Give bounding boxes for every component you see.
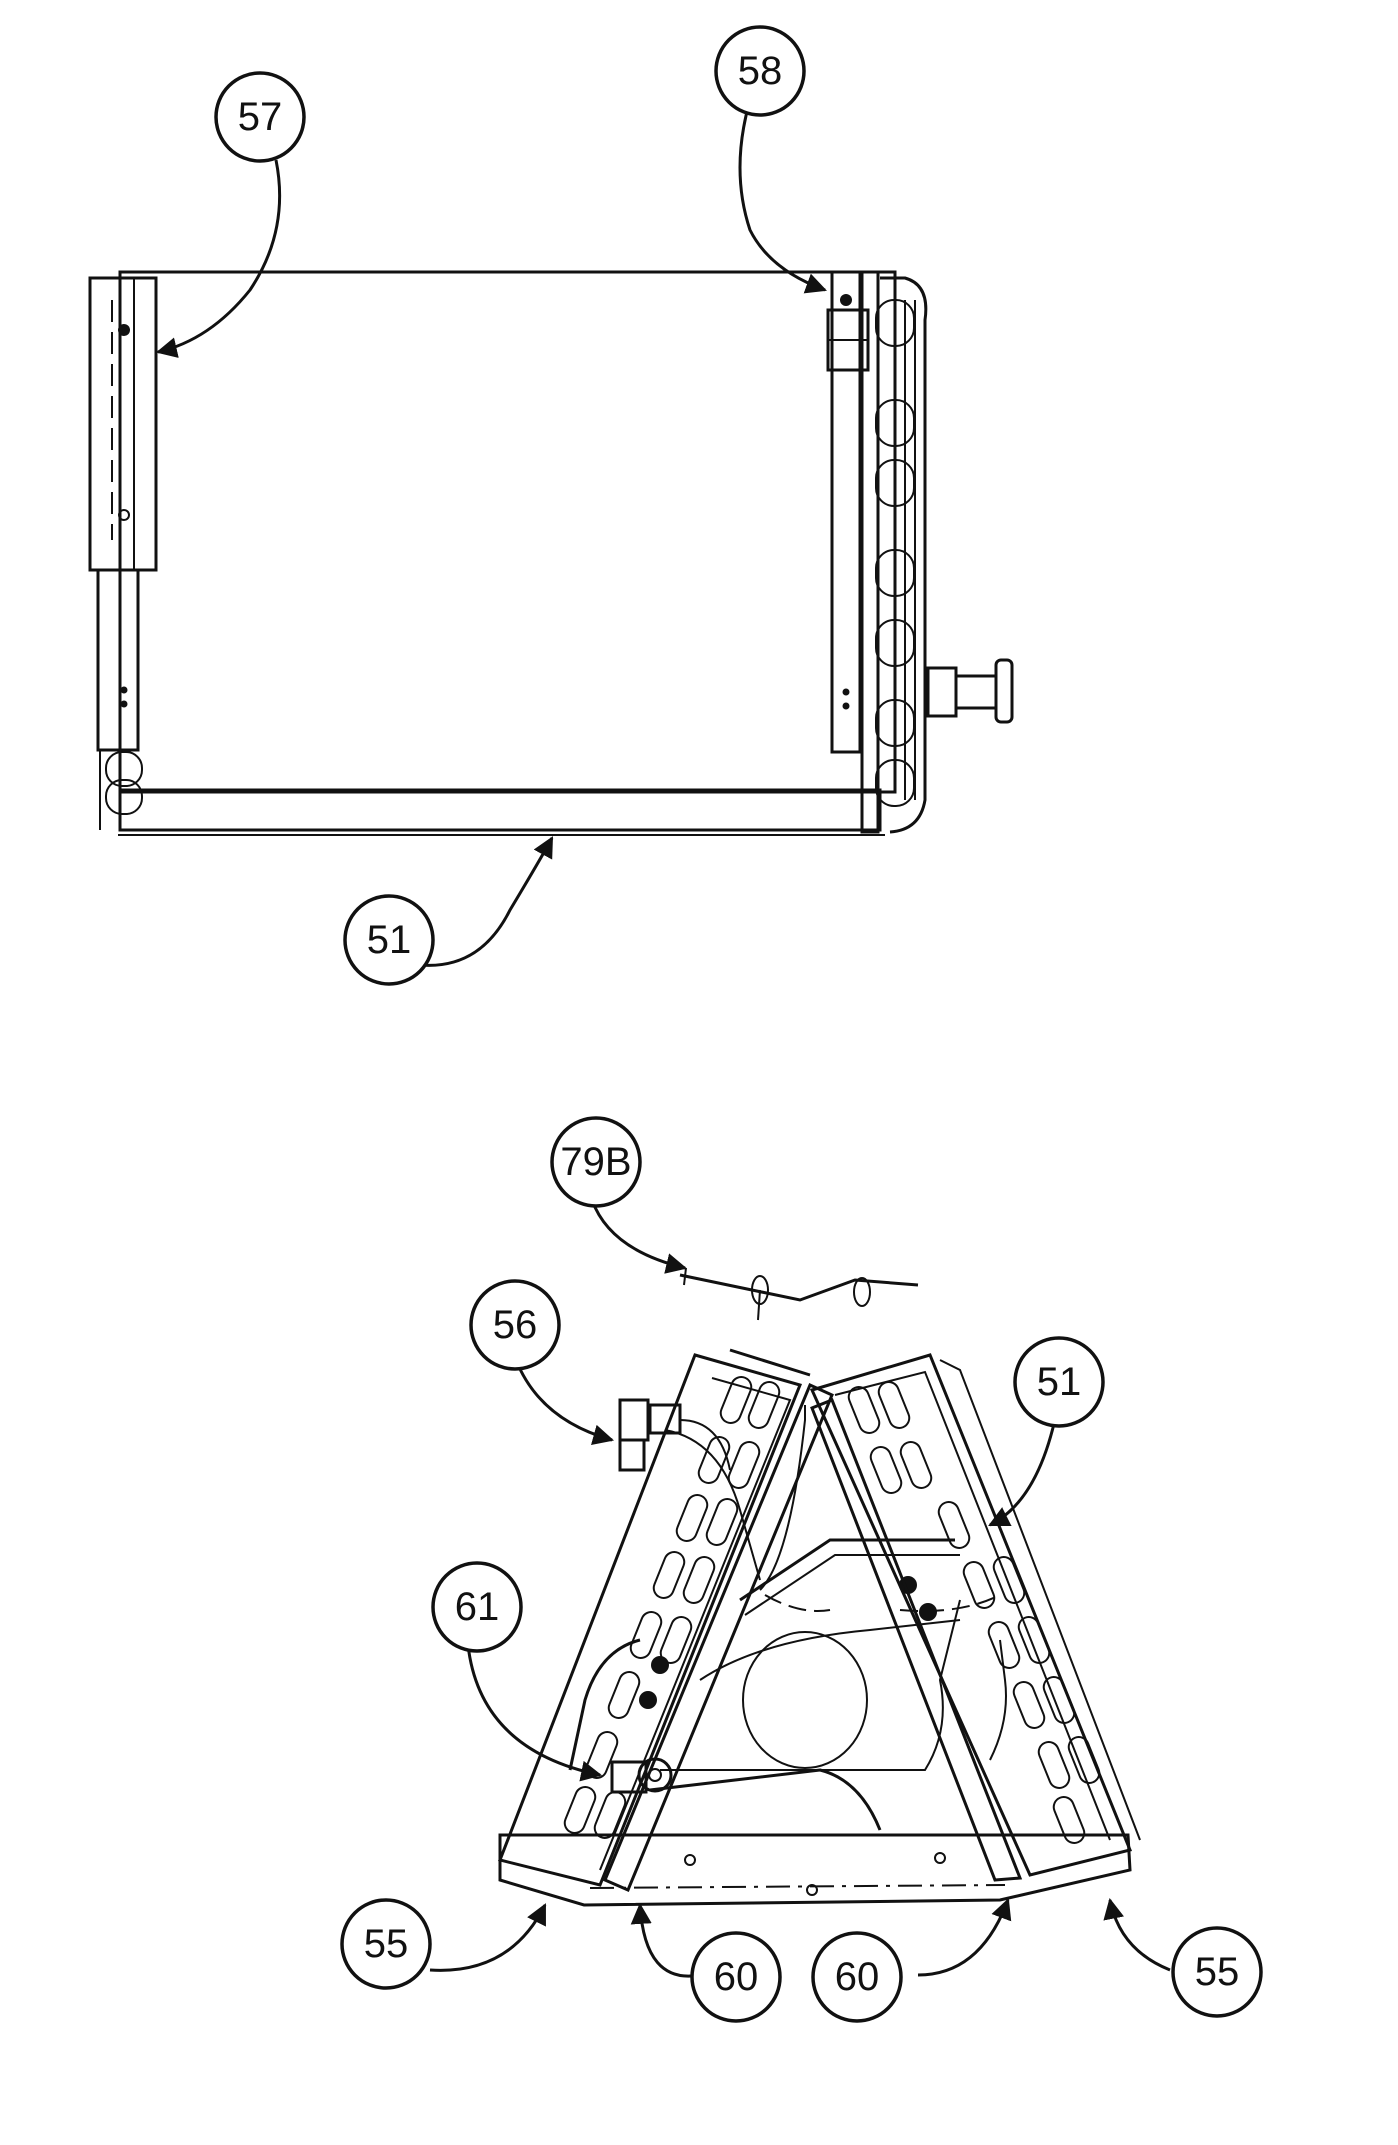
callout-61: 61 bbox=[431, 1561, 523, 1653]
tube-stub bbox=[926, 658, 1014, 724]
callout-51-bottom: 51 bbox=[1013, 1336, 1105, 1428]
callout-60-left: 60 bbox=[690, 1931, 782, 2023]
left-slab-slots bbox=[563, 1376, 781, 1839]
interior-tubing bbox=[568, 1405, 1007, 1831]
callout-55-left: 55 bbox=[340, 1898, 432, 1990]
callout-51-top-label: 51 bbox=[367, 918, 412, 962]
callout-55-right: 55 bbox=[1171, 1926, 1263, 2018]
valve-fitting-56 bbox=[618, 1398, 731, 1472]
callout-55-right-label: 55 bbox=[1195, 1950, 1240, 1994]
blower-opening bbox=[742, 1631, 868, 1769]
right-bracket bbox=[830, 270, 862, 754]
callout-51-top: 51 bbox=[343, 894, 435, 986]
callout-55-left-label: 55 bbox=[364, 1922, 409, 1966]
callout-61-label: 61 bbox=[455, 1585, 500, 1629]
left-rail bbox=[603, 1382, 834, 1892]
left-bracket bbox=[88, 276, 158, 572]
callout-58: 58 bbox=[714, 25, 806, 117]
leader-lines bbox=[155, 99, 1171, 1978]
bottom-tray bbox=[118, 788, 882, 832]
callout-60-right: 60 bbox=[811, 1931, 903, 2023]
left-coil-slab bbox=[497, 1353, 803, 1887]
a-coil-end-view bbox=[497, 1267, 1141, 1907]
left-lower-strip bbox=[96, 568, 140, 752]
base-plate bbox=[498, 1833, 1132, 1907]
wire-clip-79B bbox=[679, 1267, 919, 1321]
callout-79B: 79B bbox=[550, 1116, 642, 1208]
distributor bbox=[610, 1757, 673, 1794]
callout-56-label: 56 bbox=[493, 1303, 538, 1347]
callout-79B-label: 79B bbox=[560, 1140, 631, 1184]
callout-57-label: 57 bbox=[238, 95, 283, 139]
coil-panel bbox=[118, 270, 897, 794]
callout-57: 57 bbox=[214, 71, 306, 163]
right-rail bbox=[810, 1398, 1023, 1882]
callout-60-left-label: 60 bbox=[714, 1955, 759, 1999]
callout-58-label: 58 bbox=[738, 49, 783, 93]
right-coil-slab bbox=[809, 1353, 1133, 1877]
right-slab-slots bbox=[847, 1381, 1101, 1844]
callout-56: 56 bbox=[469, 1279, 561, 1371]
callout-60-right-label: 60 bbox=[835, 1955, 880, 1999]
callout-51-bottom-label: 51 bbox=[1037, 1360, 1082, 1404]
coil-side-view bbox=[88, 270, 1014, 836]
return-bends bbox=[875, 276, 928, 834]
